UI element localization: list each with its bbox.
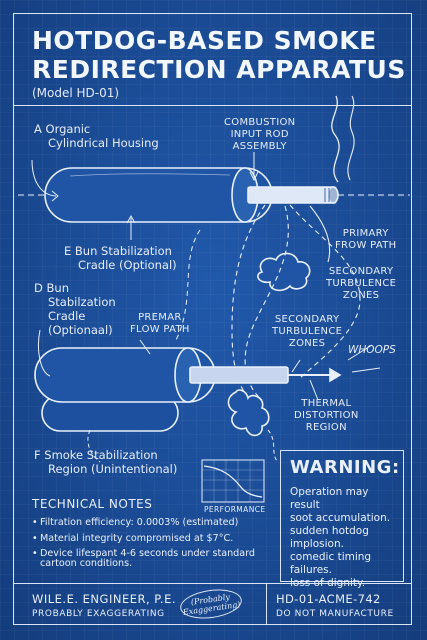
label-f-line1: F Smoke Stabilization	[34, 448, 158, 462]
title-line-1: HOTDOG-BASED SMOKE	[32, 26, 377, 55]
technical-note-continued: cartoon conditions.	[40, 558, 133, 569]
label-d-line2: Stabilzation	[48, 295, 116, 309]
label-thermal-line1: THERMAL	[301, 398, 352, 409]
combustion-rod-top	[247, 186, 339, 204]
label-premar: PREMAR FLOW PATH	[130, 312, 190, 336]
thermal-leader	[309, 379, 319, 401]
label-f-line2: Region (Unintentional)	[48, 462, 178, 476]
smoke-wisp-2	[347, 95, 355, 181]
label-premar-line1: PREMAR	[138, 312, 182, 323]
technical-note: Device lifespant 4-6 seconds under stand…	[32, 547, 255, 561]
page-title: HOTDOG-BASED SMOKE REDIRECTION APPARATUS	[32, 26, 406, 84]
e-arrowhead	[126, 214, 136, 224]
label-secondary-mid: SECONDARY TURBULENCE ZONES	[272, 314, 342, 350]
technical-note: Material integrity compromised at $7°C.	[32, 532, 255, 546]
drawing-code: HD-01-ACME-742	[276, 592, 381, 606]
performance-label: PERFORMANCE	[204, 505, 266, 514]
technical-note: Filtration efficiency: 0.0003% (estimate…	[32, 516, 255, 530]
turbulence-cloud-top	[257, 252, 311, 292]
bottom-hotdog-housing	[34, 347, 216, 403]
label-a-line1: A Organic	[34, 122, 91, 136]
warning-line: soot accumulation.	[290, 512, 391, 524]
label-f: F Smoke Stabilization Region (Unintentio…	[34, 448, 177, 476]
label-secondary-top-line3: ZONES	[342, 290, 380, 301]
label-a-line2: Cylindrical Housing	[48, 136, 159, 150]
label-combustion-line2: INPUT ROD	[230, 129, 289, 140]
label-combustion: COMBUSTION INPUT ROD ASSEMBLY	[224, 117, 295, 153]
performance-chart	[201, 459, 265, 503]
warning-line: Operation may result	[290, 486, 369, 511]
footer-divider	[13, 583, 412, 584]
flow-path-b	[244, 205, 289, 401]
smoke-trail	[267, 429, 279, 463]
model-number: (Model HD-01)	[32, 86, 120, 100]
top-hotdog-housing	[44, 167, 273, 223]
f-leader	[87, 429, 101, 463]
primary-leader	[309, 205, 331, 263]
warning-title: WARNING:	[290, 457, 400, 478]
warning-line: implosion.	[290, 538, 344, 550]
combustion-rod-bottom	[189, 366, 289, 384]
flow-path-d	[175, 229, 201, 341]
whoops-lines	[347, 344, 381, 373]
label-secondary-mid-line1: SECONDARY	[274, 314, 340, 325]
title-line-2: REDIRECTION APPARATUS	[32, 55, 406, 84]
warning-line: comedic timing	[290, 551, 372, 563]
title-underline	[13, 105, 412, 106]
label-d-line3: Cradle	[48, 309, 86, 323]
secondary-mid-leader	[291, 359, 301, 373]
technical-notes-heading: TECHNICAL NOTES	[32, 497, 153, 511]
label-a: A Organic Cylindrical Housing	[34, 122, 159, 150]
technical-notes-list: Filtration efficiency: 0.0003% (estimate…	[32, 516, 255, 561]
label-e-line2: Cradle (Optional)	[78, 258, 177, 272]
smoke-stabilization-blob	[227, 389, 270, 437]
label-primary-line2: FROW PATH	[335, 240, 397, 251]
flow-arrow-head	[329, 367, 342, 383]
label-secondary-mid-line3: ZONES	[288, 338, 326, 349]
blueprint-frame	[13, 13, 412, 625]
label-whoops: WHOOPS	[348, 344, 396, 356]
label-d-line1: D Bun	[34, 281, 69, 295]
label-secondary-mid-line2: TURBULENCE	[272, 326, 343, 337]
warning-line: sudden hotdog	[290, 525, 369, 537]
label-primary: PRIMARY FROW PATH	[335, 228, 396, 252]
warning-text: Operation may result soot accumulation. …	[290, 486, 394, 590]
premar-leader	[139, 339, 151, 355]
label-thermal-line3: REGION	[305, 422, 347, 433]
label-combustion-line1: COMBUSTION	[224, 117, 296, 128]
footer-column-divider	[266, 583, 267, 625]
warning-line: failures.	[290, 564, 332, 576]
label-premar-line2: FLOW PATH	[130, 324, 190, 335]
label-e: E Bun Stabilization Cradle (Optional)	[64, 244, 177, 272]
label-d: D Bun Stabilzation Cradle (Optionaal)	[34, 281, 116, 337]
engineer-name: WILE.E. ENGINEER, P.E.	[32, 592, 176, 606]
engineer-subtitle: PROBABLY EXAGGERATING	[32, 609, 165, 619]
flow-path-c	[289, 204, 361, 379]
label-thermal: THERMAL DISTORTION REGION	[294, 398, 359, 434]
smoke-wisp-1	[331, 95, 340, 183]
label-secondary-top: SECONDARY TURBULENCE ZONES	[326, 266, 396, 302]
a-leader	[31, 159, 57, 197]
label-d-line4: (Optionaal)	[48, 323, 113, 337]
label-secondary-top-line2: TURBULENCE	[326, 278, 397, 289]
manufacture-notice: DO NOT MANUFACTURE	[276, 609, 394, 619]
label-thermal-line2: DISTORTION	[294, 410, 359, 421]
d-leader	[37, 329, 51, 377]
label-e-line1: E Bun Stabilization	[64, 244, 172, 258]
combustion-arrowhead	[249, 171, 259, 182]
label-combustion-line3: ASSEMBLY	[232, 141, 287, 152]
a-arrowhead	[51, 190, 59, 202]
warning-box: WARNING: Operation may result soot accum…	[280, 450, 404, 589]
label-primary-line1: PRIMARY	[342, 228, 389, 239]
label-secondary-top-line1: SECONDARY	[328, 266, 394, 277]
